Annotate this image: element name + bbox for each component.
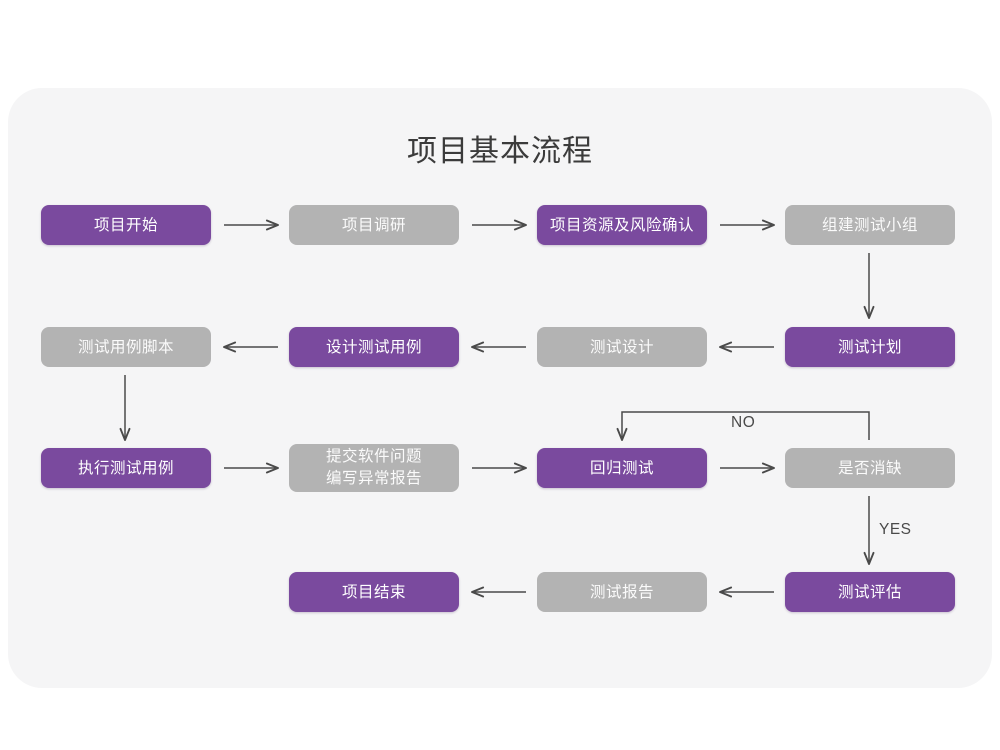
node-test-evaluation[interactable]: 测试评估	[785, 572, 955, 612]
edge-label-yes: YES	[879, 521, 912, 538]
page-title: 项目基本流程	[407, 135, 593, 168]
node-resource-risk-confirm[interactable]: 项目资源及风险确认	[537, 205, 707, 245]
node-test-plan[interactable]: 测试计划	[785, 327, 955, 367]
node-project-research[interactable]: 项目调研	[289, 205, 459, 245]
edge-label-no: NO	[731, 414, 756, 431]
node-test-case-script[interactable]: 测试用例脚本	[41, 327, 211, 367]
node-design-test-case[interactable]: 设计测试用例	[289, 327, 459, 367]
node-regression-test[interactable]: 回归测试	[537, 448, 707, 488]
node-build-test-team[interactable]: 组建测试小组	[785, 205, 955, 245]
node-execute-test-case[interactable]: 执行测试用例	[41, 448, 211, 488]
node-defect-cleared[interactable]: 是否消缺	[785, 448, 955, 488]
node-test-report[interactable]: 测试报告	[537, 572, 707, 612]
node-submit-issue-report[interactable]: 提交软件问题 编写异常报告	[289, 444, 459, 492]
node-project-end[interactable]: 项目结束	[289, 572, 459, 612]
node-project-start[interactable]: 项目开始	[41, 205, 211, 245]
node-test-design[interactable]: 测试设计	[537, 327, 707, 367]
